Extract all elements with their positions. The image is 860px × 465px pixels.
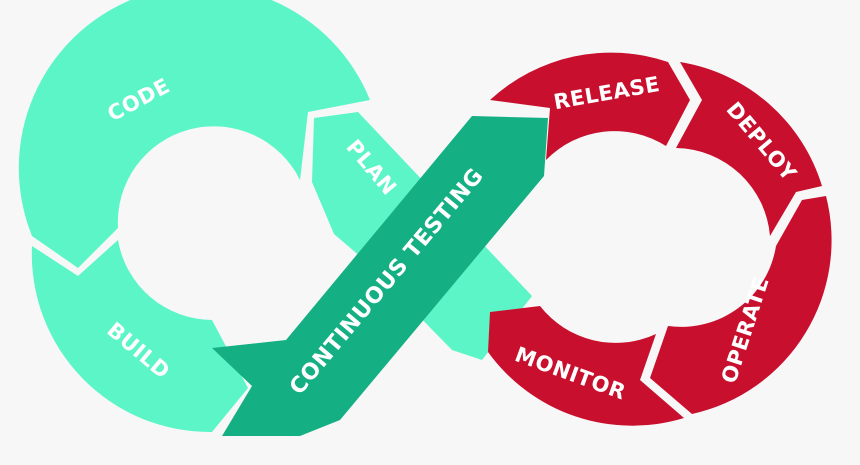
monitor-segment <box>488 306 684 426</box>
release-segment <box>490 52 690 160</box>
continuous-testing-arrow <box>212 116 548 436</box>
code-segment <box>18 0 370 268</box>
deploy-segment <box>676 62 822 236</box>
build-segment <box>31 240 248 433</box>
operate-segment <box>650 196 832 414</box>
right-loop <box>488 52 832 426</box>
